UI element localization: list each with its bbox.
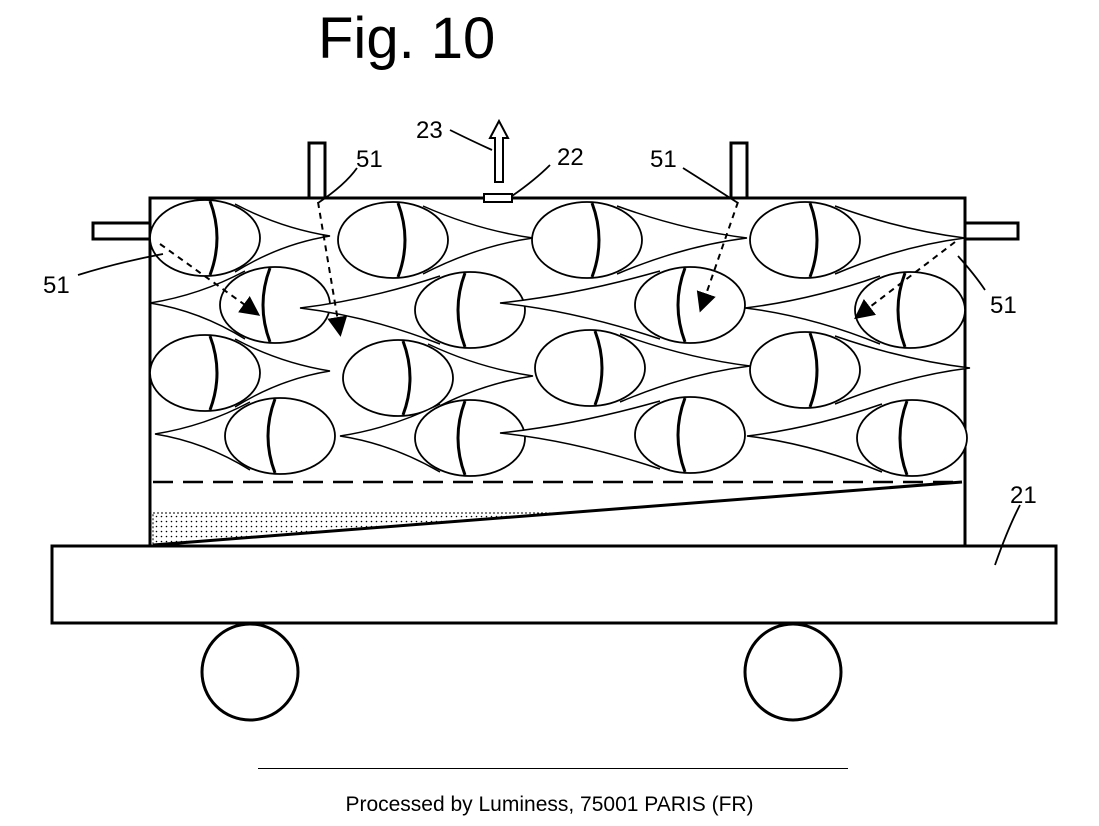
label-51-top-right: 51 bbox=[650, 146, 677, 173]
fish bbox=[150, 200, 330, 276]
fish-head bbox=[750, 332, 860, 408]
label-51-left: 51 bbox=[43, 272, 70, 299]
fish-group bbox=[150, 200, 970, 476]
fish-head bbox=[225, 398, 335, 474]
fish bbox=[155, 398, 335, 474]
fish bbox=[750, 202, 965, 278]
fish bbox=[747, 400, 967, 476]
fish-head bbox=[635, 397, 745, 473]
fish bbox=[150, 267, 330, 343]
trailer-platform-21 bbox=[52, 546, 1056, 623]
footer-rule bbox=[258, 768, 848, 769]
fish bbox=[150, 335, 330, 411]
fish-head bbox=[343, 340, 453, 416]
label-51-right: 51 bbox=[990, 292, 1017, 319]
fish-head bbox=[220, 267, 330, 343]
label-22: 22 bbox=[557, 144, 584, 171]
fish-head bbox=[415, 400, 525, 476]
wheel-left bbox=[202, 624, 298, 720]
side-pipe-left bbox=[93, 223, 150, 239]
fish-head bbox=[150, 200, 260, 276]
label-51-top-mid: 51 bbox=[356, 146, 383, 173]
fish-head bbox=[857, 400, 967, 476]
top-pipe-right bbox=[731, 143, 747, 198]
leader-22 bbox=[512, 165, 550, 196]
footer-text: Processed by Luminess, 75001 PARIS (FR) bbox=[0, 793, 1099, 817]
fish bbox=[535, 330, 750, 406]
outlet-22 bbox=[484, 194, 512, 202]
fish-head bbox=[150, 335, 260, 411]
fish-head bbox=[635, 267, 745, 343]
side-pipe-right bbox=[965, 223, 1018, 239]
top-pipe-left bbox=[309, 143, 325, 198]
label-23: 23 bbox=[416, 117, 443, 144]
fish bbox=[500, 397, 745, 473]
fish-head bbox=[415, 272, 525, 348]
fish bbox=[300, 272, 525, 348]
label-21: 21 bbox=[1010, 482, 1037, 509]
fish-head bbox=[535, 330, 645, 406]
fish-head bbox=[338, 202, 448, 278]
fish-head bbox=[750, 202, 860, 278]
leader-51-right bbox=[958, 256, 985, 290]
leader-23 bbox=[450, 130, 492, 150]
fish bbox=[340, 400, 525, 476]
exhaust-arrow-23 bbox=[490, 121, 508, 182]
fish-head bbox=[532, 202, 642, 278]
fish bbox=[338, 202, 533, 278]
wheel-right bbox=[745, 624, 841, 720]
fish bbox=[500, 267, 745, 343]
fish-head bbox=[855, 272, 965, 348]
